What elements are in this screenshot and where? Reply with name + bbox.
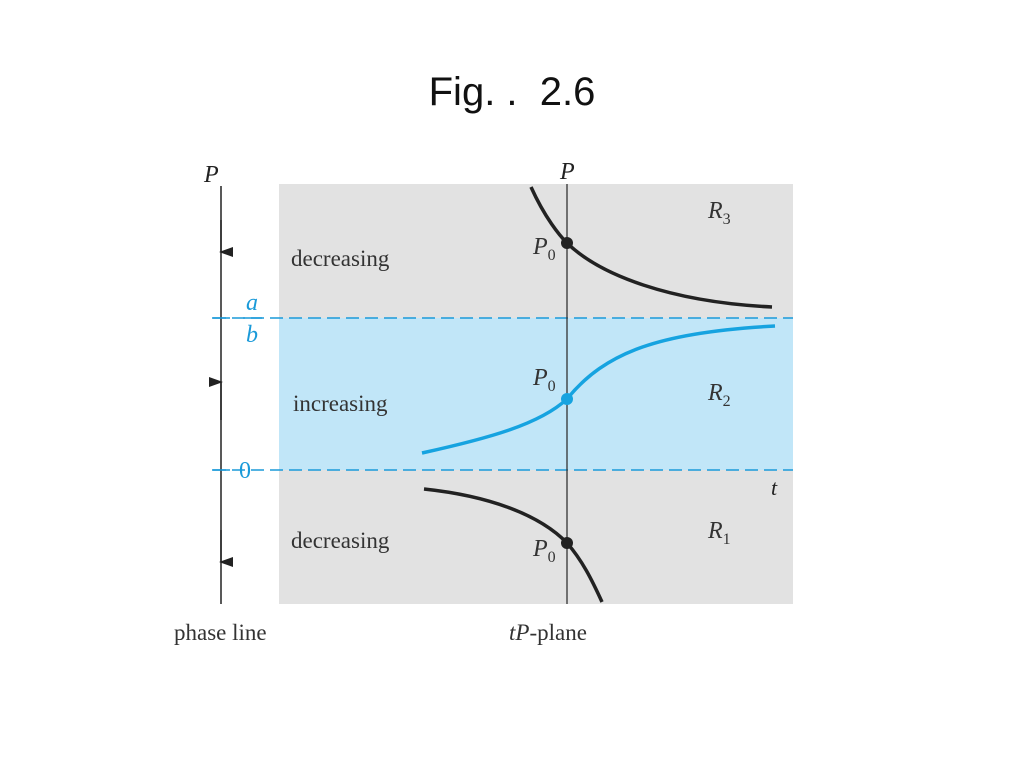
- solution-curve-r3: [529, 186, 773, 309]
- phase-line-caption: phase line: [174, 620, 267, 645]
- upper-equilibrium-denominator: b: [246, 322, 258, 348]
- solution-curve-r1: [423, 487, 604, 603]
- slide-title: Fig. . 2.6: [428, 70, 596, 114]
- initial-point-label-r3: P0: [532, 234, 556, 264]
- phase-line-axis-label: P: [203, 162, 219, 188]
- lower-equilibrium-label: 0: [239, 458, 251, 484]
- initial-point-label-r1: P0: [532, 536, 556, 566]
- plane-p-axis-label: P: [559, 159, 575, 185]
- initial-point-r1: [561, 537, 573, 549]
- tp-plane-caption: tP-plane: [509, 620, 587, 645]
- region-r1-behaviour: decreasing: [291, 528, 390, 553]
- initial-point-label-r2: P0: [532, 365, 556, 395]
- initial-point-r3: [561, 237, 573, 249]
- upper-equilibrium-numerator: a: [246, 290, 258, 316]
- region-r3-behaviour: decreasing: [291, 246, 390, 271]
- region-r2-behaviour: increasing: [293, 391, 388, 416]
- region-r2-label: R2: [707, 380, 731, 410]
- region-r3-label: R3: [707, 198, 731, 228]
- plane-t-axis-label: t: [771, 475, 778, 500]
- region-r2-shade: [279, 318, 793, 470]
- region-r1-shade: [279, 470, 793, 604]
- region-r1-label: R1: [707, 518, 731, 548]
- region-r3-shade: [279, 184, 793, 318]
- initial-point-r2: [561, 393, 573, 405]
